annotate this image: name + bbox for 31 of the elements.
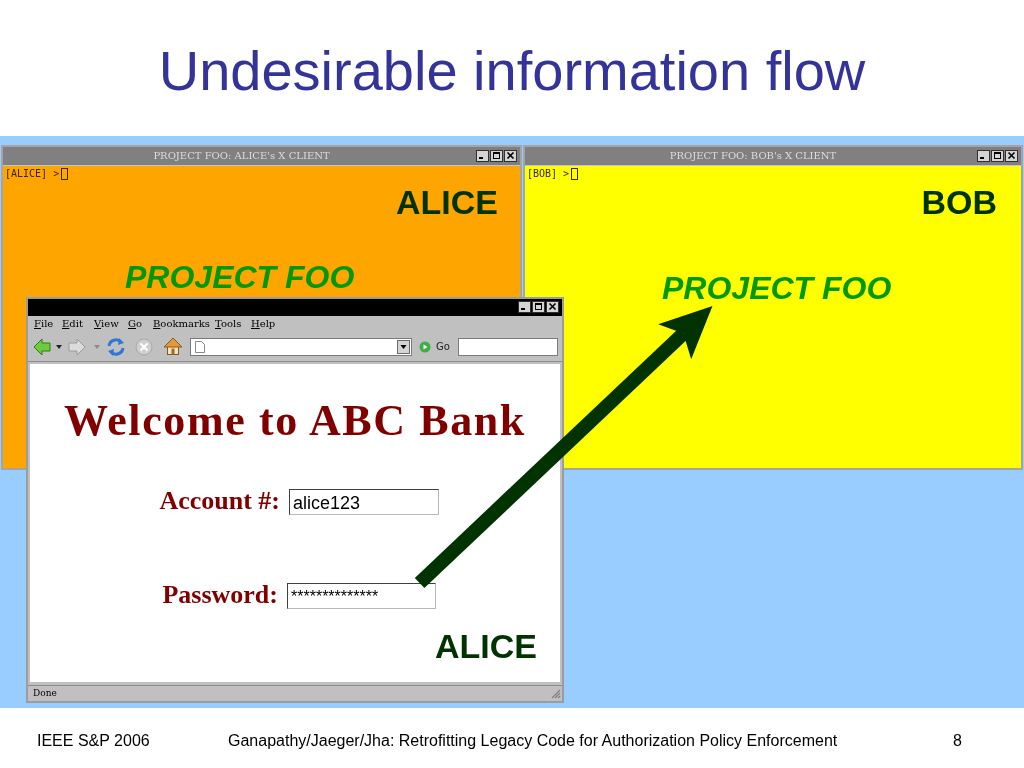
page-number: 8 — [953, 731, 962, 751]
status-text: Done — [33, 688, 57, 699]
command-prompt: [BOB] > — [527, 168, 570, 180]
field-label: Account #: — [159, 486, 280, 516]
menu-item: Bookmarks — [153, 318, 210, 330]
input-field: alice123 — [289, 489, 439, 515]
command-prompt: [ALICE] > — [5, 168, 60, 180]
password-field: ************** — [287, 583, 436, 609]
project-label: PROJECT FOO — [125, 259, 355, 295]
arrow — [414, 306, 713, 589]
menu-item: Edit — [62, 318, 83, 330]
user-label: BOB — [921, 183, 997, 221]
app-window — [523, 145, 1023, 470]
browser-window — [26, 297, 564, 703]
project-label: PROJECT FOO — [662, 270, 892, 306]
window-title: PROJECT FOO: BOB's X CLIENT — [669, 150, 837, 162]
menu-item: View — [94, 318, 119, 330]
menu-item: File — [34, 318, 54, 330]
slide-title: Undesirable information flow — [158, 38, 866, 104]
window-title: PROJECT FOO: ALICE's X CLIENT — [153, 150, 330, 162]
footer-text: Ganapathy/Jaeger/Jha: Retrofitting Legacy Code for Authorization Policy Enforcement — [228, 731, 838, 751]
menu-item: Go — [128, 318, 143, 330]
go-button: Go — [419, 339, 450, 355]
menu-item: Help — [251, 318, 276, 330]
web-page-panel — [30, 364, 560, 682]
user-label: ALICE — [435, 627, 537, 665]
user-label: ALICE — [396, 183, 498, 221]
field-label: Password: — [162, 580, 278, 610]
footer-text: IEEE S&P 2006 — [37, 731, 150, 751]
page-heading: Welcome to ABC Bank — [64, 396, 526, 446]
menu-item: Tools — [215, 318, 242, 330]
